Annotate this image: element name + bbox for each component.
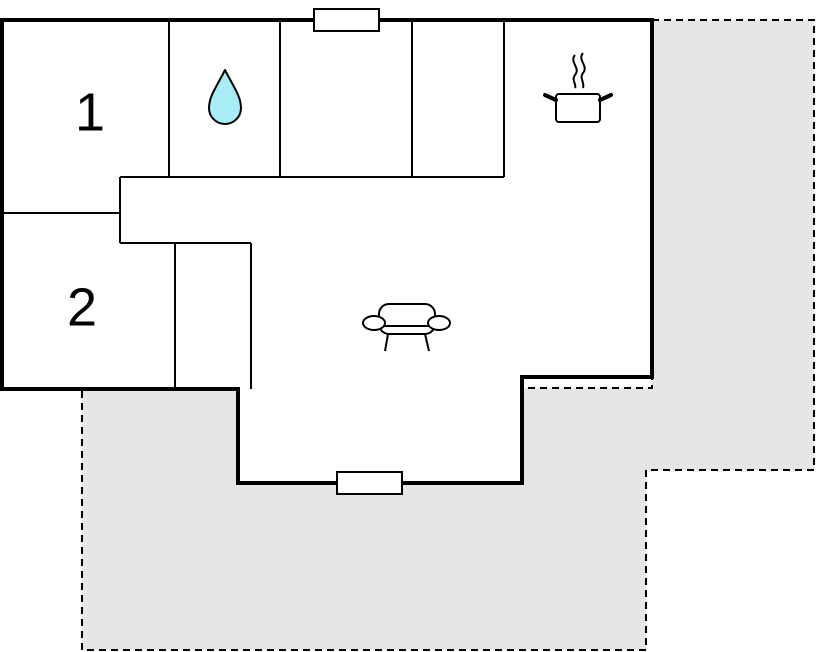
- window-bottom: [336, 471, 403, 495]
- room-2-label: 2: [67, 277, 97, 337]
- window-top: [313, 8, 380, 32]
- water-drop-icon: [208, 69, 242, 125]
- sofa-icon: [362, 303, 451, 352]
- room-1-label: 1: [75, 82, 105, 142]
- cooking-pot-icon: [543, 52, 613, 123]
- house-floor: [2, 20, 652, 483]
- exterior-walls: [0, 18, 654, 485]
- interior-walls: [2, 20, 505, 389]
